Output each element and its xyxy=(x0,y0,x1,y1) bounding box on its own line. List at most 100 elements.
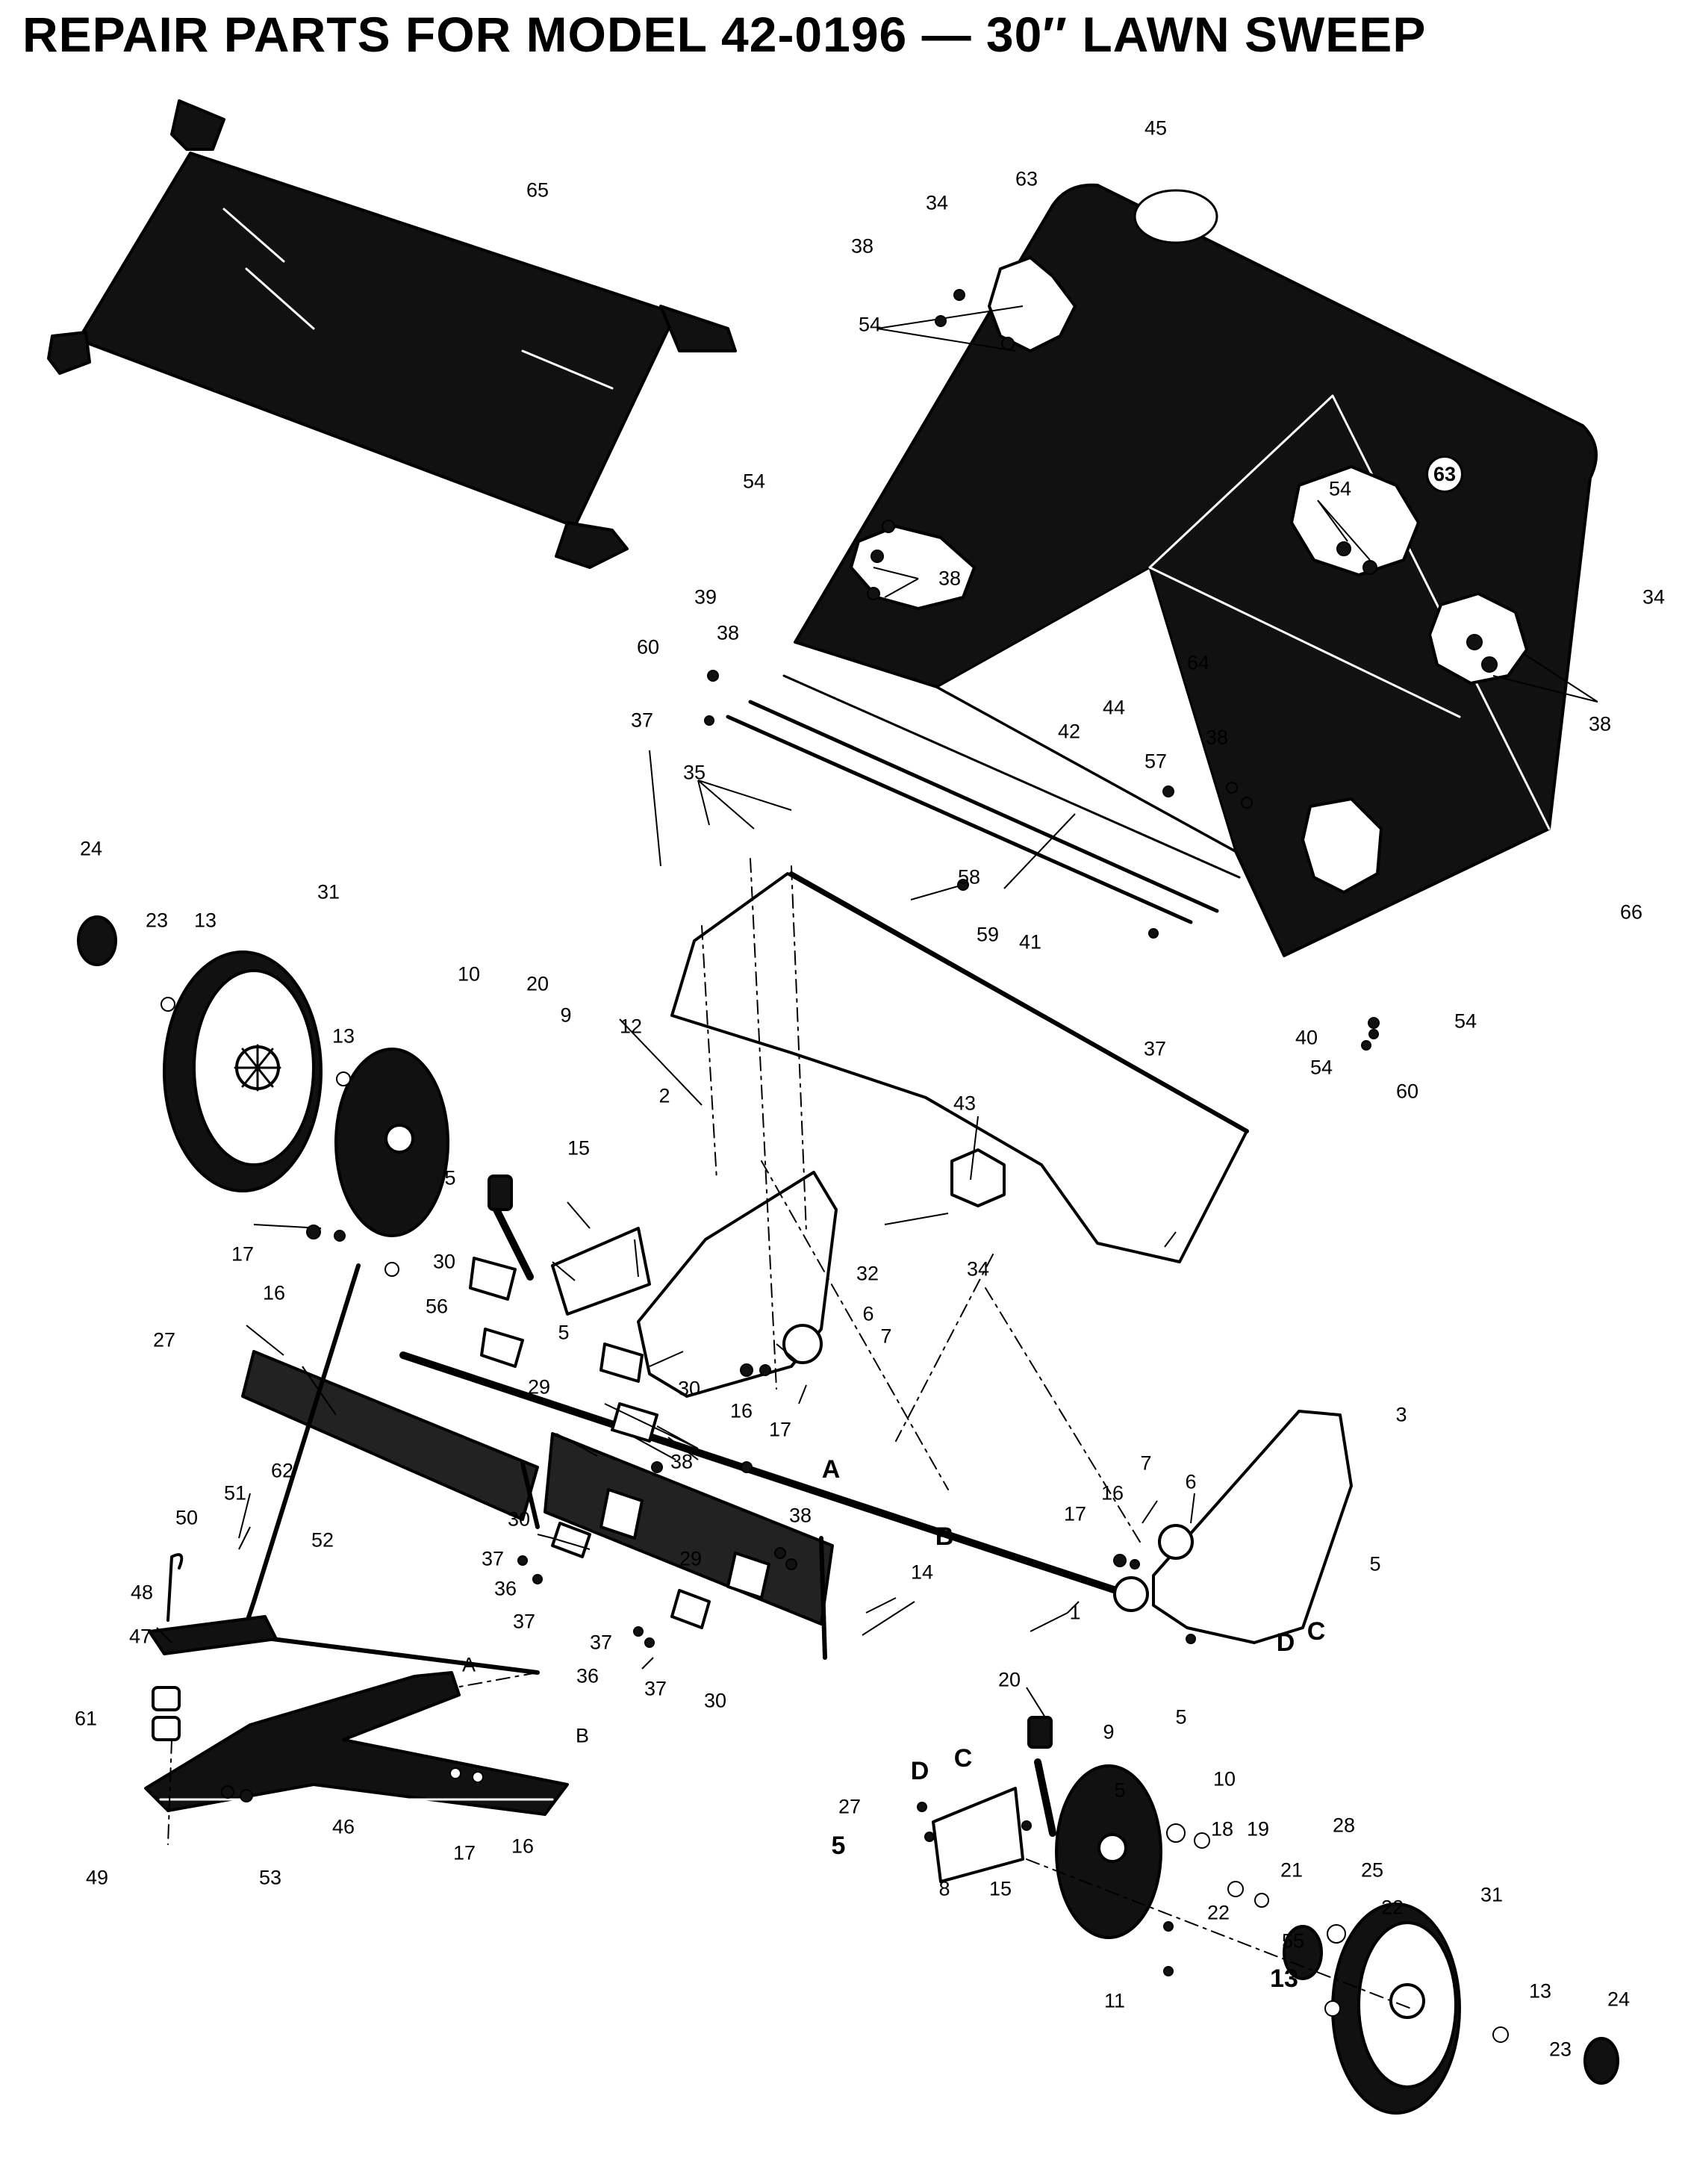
callout: 53 xyxy=(258,1866,282,1889)
callout: A xyxy=(821,1455,841,1484)
callout: 27 xyxy=(838,1795,862,1818)
callout: 38 xyxy=(670,1450,694,1473)
callout: 15 xyxy=(988,1877,1012,1900)
callout: 30 xyxy=(703,1689,727,1712)
callout: 28 xyxy=(1332,1814,1356,1837)
callout: 31 xyxy=(317,880,340,903)
callout: 36 xyxy=(493,1577,517,1600)
right-wheel-bracket xyxy=(932,1787,1024,1883)
callout: 20 xyxy=(526,972,549,995)
right-lever-knob xyxy=(1027,1716,1053,1749)
callout: 46 xyxy=(331,1815,355,1838)
callout: 17 xyxy=(768,1418,792,1441)
left-wheel xyxy=(163,951,323,1192)
callout: 16 xyxy=(511,1835,535,1858)
callout: 44 xyxy=(1102,696,1126,719)
callout: 22 xyxy=(1206,1901,1230,1924)
right-hub-cover xyxy=(1055,1764,1162,1939)
callout: 13 xyxy=(1270,1964,1298,1993)
left-wheel-bracket xyxy=(551,1227,651,1316)
callout: 6 xyxy=(862,1302,874,1325)
callout: 24 xyxy=(79,837,103,860)
drive-gear xyxy=(1283,1925,1323,1980)
callout: 5 xyxy=(558,1321,570,1344)
callout: 39 xyxy=(694,585,717,609)
callout: 37 xyxy=(630,709,654,732)
callout: 66 xyxy=(1619,900,1643,924)
callout: 23 xyxy=(1548,2038,1572,2061)
callout: 38 xyxy=(788,1504,812,1527)
callout: 37 xyxy=(512,1610,536,1633)
callout: 29 xyxy=(679,1547,703,1570)
callout: 45 xyxy=(1144,116,1168,140)
callout: 19 xyxy=(1246,1817,1270,1841)
shaft-coupling xyxy=(1113,1576,1149,1612)
callout: 16 xyxy=(1100,1481,1124,1505)
callout: 20 xyxy=(997,1668,1021,1691)
right-adjust-lever xyxy=(1034,1758,1056,1837)
callout: 16 xyxy=(729,1399,753,1422)
callout: 13 xyxy=(193,909,217,932)
callout: 55 xyxy=(1281,1929,1305,1953)
callout: 5 xyxy=(444,1166,456,1189)
callout: 24 xyxy=(1607,1988,1631,2011)
callout: 13 xyxy=(331,1024,355,1048)
hitch-bar xyxy=(144,1671,569,1816)
callout: 58 xyxy=(957,865,981,889)
callout: 57 xyxy=(1144,750,1168,773)
callout: 13 xyxy=(1528,1979,1552,2003)
callout: 34 xyxy=(966,1257,990,1281)
callout: 52 xyxy=(311,1528,334,1552)
callout: 38 xyxy=(716,621,740,644)
callout: 54 xyxy=(742,470,766,493)
callout: 56 xyxy=(425,1295,449,1318)
right-wheel xyxy=(1331,1903,1461,2115)
callout: 63 xyxy=(1426,455,1463,493)
callout: 17 xyxy=(1063,1502,1087,1525)
callout: 63 xyxy=(1015,167,1038,190)
callout: 62 xyxy=(270,1459,294,1482)
callout: 5 xyxy=(1369,1552,1381,1575)
callout: 37 xyxy=(589,1631,613,1654)
callout: D xyxy=(910,1757,929,1785)
callout: 16 xyxy=(262,1281,286,1304)
brush-tip-upper xyxy=(520,1461,540,1529)
hitch-bracket xyxy=(148,1615,278,1655)
callout: 38 xyxy=(1205,726,1229,749)
callout: 36 xyxy=(576,1664,599,1687)
callout: 38 xyxy=(850,234,874,258)
callout: 6 xyxy=(1185,1470,1197,1493)
bag-support-rods xyxy=(726,674,1241,924)
callout: 25 xyxy=(1360,1858,1384,1882)
callout: 5 xyxy=(1114,1779,1126,1802)
callout: 51 xyxy=(223,1481,247,1505)
callout: 38 xyxy=(938,567,962,590)
left-lever-knob xyxy=(488,1175,513,1211)
callout: 7 xyxy=(1140,1452,1152,1475)
callout: 3 xyxy=(1395,1403,1407,1426)
callout: 60 xyxy=(1395,1080,1419,1103)
left-hub-cover xyxy=(334,1048,449,1237)
pinion-right xyxy=(1158,1524,1194,1560)
callout: A xyxy=(461,1653,476,1676)
hitch-pin xyxy=(166,1553,184,1622)
callout: 42 xyxy=(1057,720,1081,743)
callout: C xyxy=(1307,1617,1326,1646)
callout: 41 xyxy=(1018,930,1042,953)
callout: 59 xyxy=(976,923,1000,946)
callout: 18 xyxy=(1210,1817,1234,1841)
callout: 35 xyxy=(682,761,706,784)
callout: 40 xyxy=(1295,1026,1318,1049)
left-adjust-lever xyxy=(493,1206,534,1281)
callout: 21 xyxy=(1280,1858,1304,1882)
callout: D xyxy=(1276,1628,1295,1657)
callout: 27 xyxy=(152,1328,176,1351)
callout: 54 xyxy=(1454,1009,1477,1033)
callout: 5 xyxy=(1175,1705,1187,1729)
front-shroud xyxy=(670,871,1249,1263)
right-hub-cap xyxy=(1583,2037,1619,2085)
callout: 8 xyxy=(938,1877,950,1900)
callout: 7 xyxy=(880,1325,892,1348)
callout: 50 xyxy=(175,1506,199,1529)
